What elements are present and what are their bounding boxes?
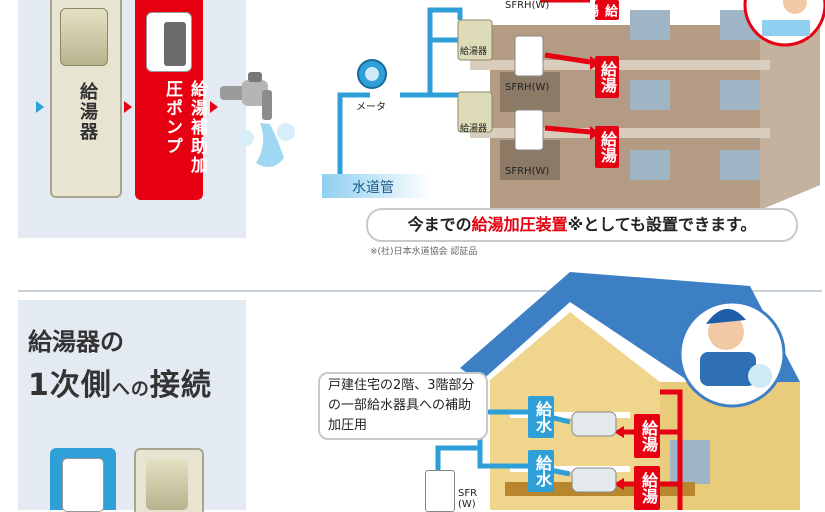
hot-water-tag-1: 給湯 [595,56,619,98]
flow-pump-label: 給湯補助加圧ポンプ [162,80,207,175]
hot-tag-bottom-1: 給湯 [634,466,660,510]
sfrh-label-2: SFRH(W) [505,166,550,177]
flow-arrow-3 [210,101,218,113]
sfr-label: SFR (W) [458,488,478,510]
note-before: 今までの [407,215,472,234]
hot-water-tag-0: 給湯 [583,0,619,20]
note-highlight: 給湯加圧装置 [471,215,568,234]
section-heading-line1: 給湯器の [28,328,124,356]
supply-tag-0: 給水 [528,396,554,438]
faucet-icon [220,72,295,167]
pump-icon-detail [164,22,186,66]
hot-water-tag-2: 給湯 [595,126,619,168]
heading-part-a: 1次側 [28,368,112,403]
section-divider [18,290,822,292]
section-heading-line2: 1次側への接続 [28,360,212,404]
heater-icon-bottom [146,458,188,510]
flow-heater-label: 給湯器 [77,82,98,142]
heater-unit-label-1: 給湯器 [460,124,488,134]
heading-part-b: 接続 [149,368,212,403]
hot-tag-bottom-0: 給湯 [634,414,660,458]
note-after: ※としても設置できます。 [567,215,757,234]
house-diagram [435,272,800,510]
water-pipe-band [322,174,432,198]
sfrh-label-1: SFRH(W) [505,82,550,93]
pump-icon-bottom [62,458,104,512]
top-building-diagram [337,0,825,210]
heading-part-small: への [111,379,150,400]
sfr-pump-unit [425,470,455,512]
flow-arrow-1 [36,101,44,113]
heater-icon [60,8,108,66]
heater-unit-label-0: 給湯器 [460,47,488,57]
house-usage-note: 戸建住宅の2階、3階部分の一部給水器具への補助加圧用 [318,372,488,440]
certification-footnote: ※(社)日本水道協会 認証品 [370,247,478,257]
flow-arrow-2 [124,101,132,113]
installation-note: 今までの給湯加圧装置※としても設置できます。 [366,208,798,242]
meter-label: メータ [356,102,386,113]
supply-tag-1: 給水 [528,450,554,492]
water-pipe-label: 水道管 [352,180,394,196]
sfrh-label-0: SFRH(W) [505,0,550,11]
